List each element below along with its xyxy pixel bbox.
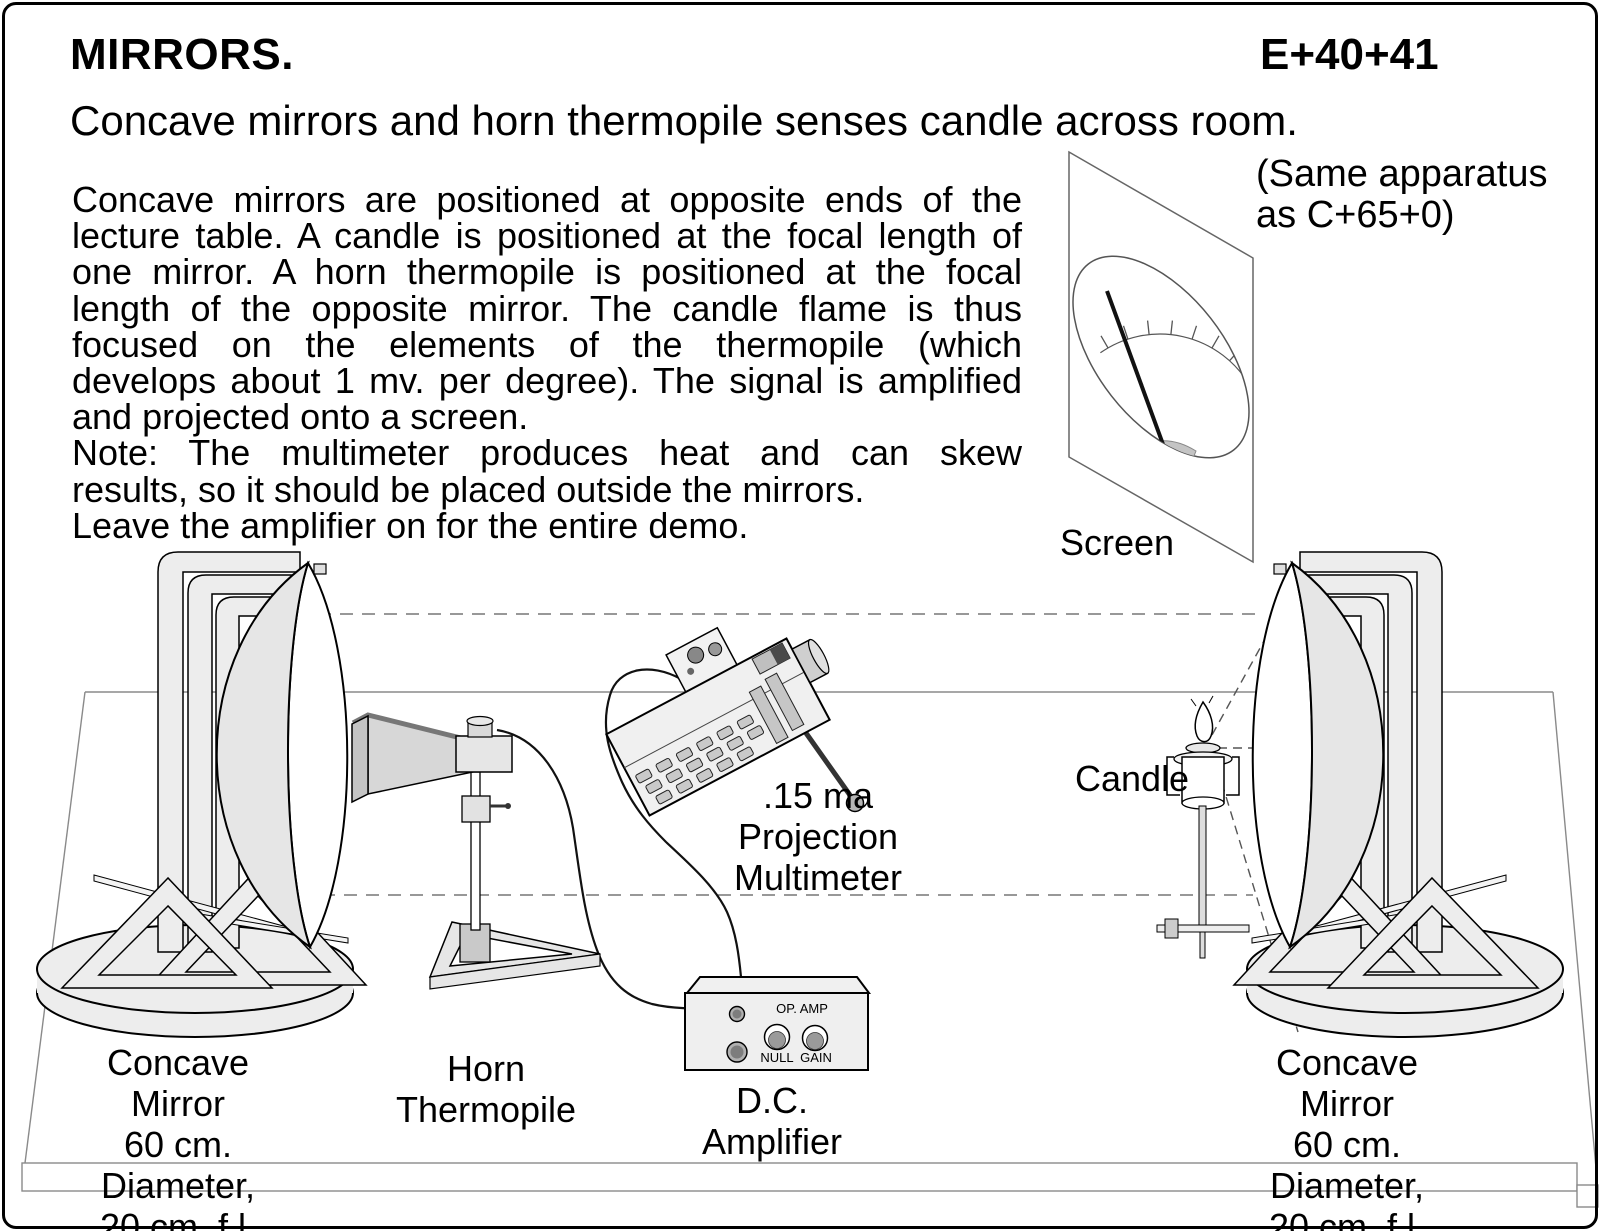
slot <box>748 685 789 745</box>
meter-leg <box>803 731 855 800</box>
horn-opening <box>351 714 369 804</box>
body-line: results, so it should be placed outside … <box>72 468 865 510</box>
mirror-left-label: Concave Mirror 60 cm. Diameter, 20 cm. f… <box>99 1042 257 1231</box>
catalog-code: E+40+41 <box>1260 30 1439 79</box>
candle <box>1156 695 1250 959</box>
candle-label: Candle <box>1075 758 1190 799</box>
stand-clamp <box>461 795 491 823</box>
meter-scale-arc <box>1100 333 1251 387</box>
flame-icon <box>1194 700 1214 743</box>
concave-mirror-right <box>1233 551 1564 1038</box>
candle-stem <box>1198 805 1207 927</box>
gain-label: GAIN <box>800 1050 832 1065</box>
meter-foot <box>845 793 865 813</box>
page-title: MIRRORS. <box>70 30 294 79</box>
meter-dial <box>1072 255 1250 459</box>
meter-needle <box>1105 290 1166 448</box>
op-amp-label: OP. AMP <box>776 1001 828 1016</box>
concave-mirror-left <box>36 551 368 1038</box>
body-line: one mirror. A horn thermopile is positio… <box>72 251 1022 293</box>
body-line: focused on the elements of the thermopil… <box>72 323 1022 365</box>
description-paragraph: Concave mirrors are positioned at opposi… <box>72 179 1022 546</box>
keypad <box>635 714 765 805</box>
screen-panel <box>1068 150 1256 564</box>
null-label: NULL <box>760 1050 793 1065</box>
candle-cup <box>1181 756 1225 804</box>
optical-axis-lines <box>296 613 1263 896</box>
body-line: develops about 1 mv. per degree). The si… <box>72 359 1022 401</box>
mirror-right-label: Concave Mirror 60 cm. Diameter, 20 cm. f… <box>1268 1042 1426 1231</box>
horn-label: Horn Thermopile <box>395 1048 577 1130</box>
body-line: lecture table. A candle is positioned at… <box>72 215 1022 257</box>
body-line: length of the opposite mirror. The candl… <box>72 287 1022 329</box>
page-subtitle: Concave mirrors and horn thermopile sens… <box>70 97 1298 144</box>
body-line: Note: The multimeter produces heat and c… <box>72 432 1022 474</box>
body-line: and projected onto a screen. <box>72 396 529 438</box>
mirror-back <box>215 560 312 950</box>
projection-multimeter <box>604 626 865 817</box>
dc-amplifier: OP. AMP NULL GAIN <box>684 976 871 1071</box>
horn-mount <box>455 735 513 773</box>
horn-thermopile <box>351 712 601 990</box>
lecture-table <box>21 691 1599 1208</box>
multimeter-label: .15 ma Projection Multimeter <box>733 775 903 898</box>
body-line: Leave the amplifier on for the entire de… <box>72 504 749 546</box>
mirror-clip <box>313 563 327 575</box>
apparatus-note: (Same apparatus as C+65+0) <box>1256 153 1548 236</box>
slot <box>764 672 805 732</box>
body-line: Concave mirrors are positioned at opposi… <box>72 179 1022 220</box>
screen-label: Screen <box>1060 522 1175 563</box>
amplifier-label: D.C. Amplifier <box>701 1080 843 1162</box>
